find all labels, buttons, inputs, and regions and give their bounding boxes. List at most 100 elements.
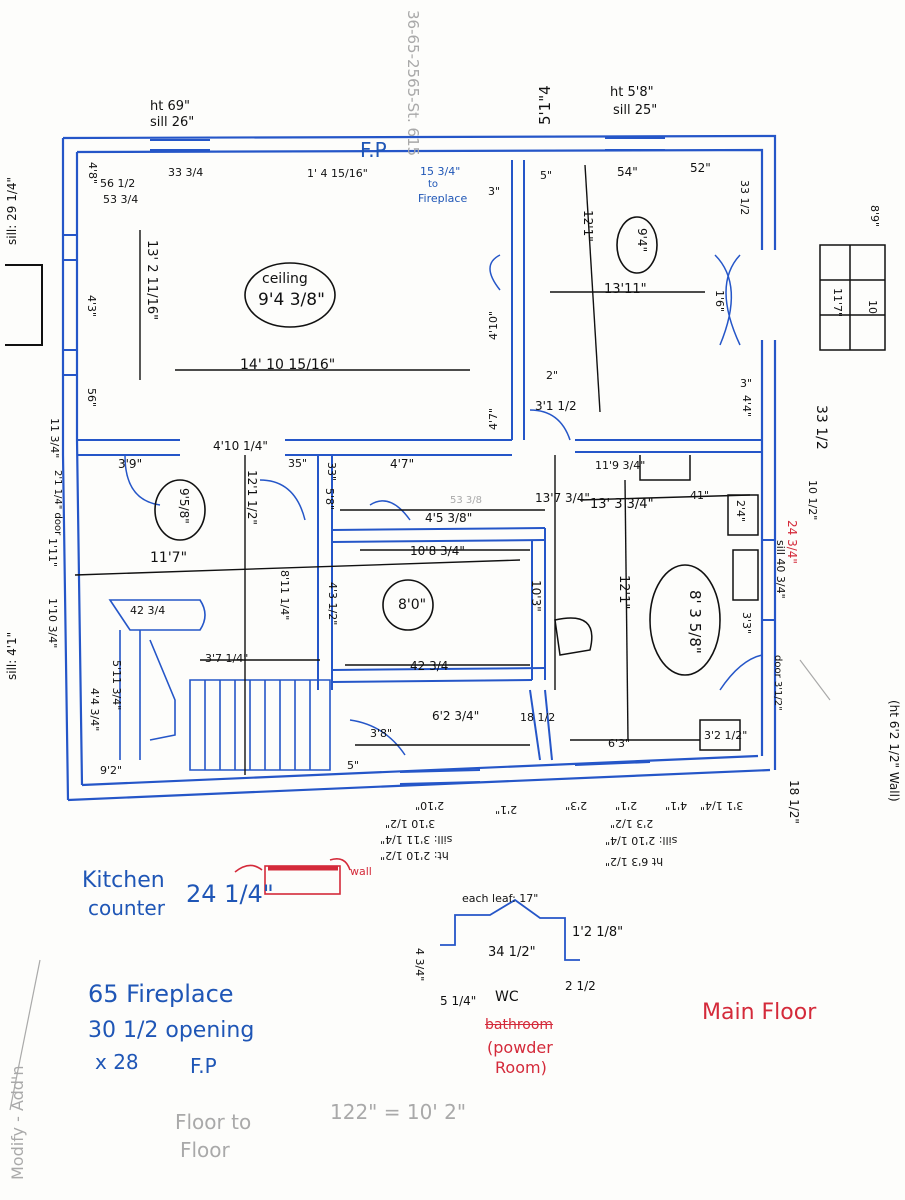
kitchen-dim-11-9: 11'9 3/4" <box>595 459 646 472</box>
powder-bottom-right: 2 1/2 <box>565 979 596 993</box>
right-detail-c: 33 1/2 <box>813 405 829 450</box>
kitchen-fixtures <box>554 455 759 751</box>
pencil-left-note: Modify - Add'n <box>8 1065 27 1180</box>
study-dim-1-6: 1'6" <box>713 290 726 313</box>
stairs <box>108 599 331 771</box>
floor-note-value: 122" = 10' 2" <box>330 1100 467 1124</box>
main-floor-label: Main Floor <box>702 1000 817 1025</box>
study-dim-3: 3" <box>740 377 753 390</box>
hall-width: 11'7" <box>150 550 188 566</box>
study-dim-4-4: 4'4" <box>740 395 753 418</box>
bottom-note-c: sill: 3'11 1/4" <box>380 833 453 846</box>
powder-bottom-left: 5 1/4" <box>440 994 477 1008</box>
kitchen-length: 13' 3 3/4" <box>590 497 654 512</box>
fp-note-fp: F.P <box>190 1054 217 1078</box>
hall-dim-1-11: 1'11" <box>46 538 59 568</box>
powder-left: 4 3/4" <box>413 948 426 982</box>
window-left-ht: ht 69" <box>150 99 190 114</box>
stairs-width: 3'7 1/4" <box>205 652 249 665</box>
window-right-sill: sill 25" <box>613 103 658 118</box>
window-right-ht: ht 5'8" <box>610 85 654 100</box>
study-dim-54: 54" <box>617 165 638 179</box>
powder-room-2: Room) <box>495 1058 547 1077</box>
kitchen-dim-3-2: 3'2 1/2" <box>704 729 748 742</box>
bottom-note-g: 2'1" <box>615 799 638 812</box>
bottom-note-f: 2'3" <box>565 799 588 812</box>
living-dim-4-8: 4'8" <box>86 162 99 185</box>
bottom-note-d: ht: 2'10 1/2" <box>380 849 449 862</box>
kitchen-dim-3-3: 3'3" <box>740 612 753 635</box>
dimension-lines <box>74 164 751 775</box>
kitchen-dim-24-red: 24 3/4" <box>785 520 799 564</box>
kitchen-counter-line2: counter <box>88 896 165 920</box>
study-dim-5: 5" <box>540 169 553 182</box>
right-detail-a: 8'9" <box>868 205 881 228</box>
hall-dim-4-10: 4'10 1/4" <box>213 439 268 453</box>
kitchen-width: 12'1" <box>616 575 631 610</box>
left-sill-top: sill: 29 1/4" <box>5 176 19 245</box>
dining-length: 13'7 3/4" <box>535 491 590 505</box>
kitchen-counter-wall: wall <box>350 865 372 878</box>
powder-struck: bathroom <box>485 1017 554 1033</box>
study-height: 9'4" <box>635 228 649 253</box>
fp-note-line2: 30 1/2 opening <box>88 1018 255 1043</box>
door-swings <box>124 254 763 756</box>
dining-dim-42: 42 3/4 <box>410 659 449 673</box>
dining-dim-33: 33" <box>325 462 338 482</box>
study-dim-33: 33 1/2 <box>738 180 751 216</box>
bottom-note-a: 2'10" <box>415 799 445 812</box>
stairs-bottom: 9'2" <box>100 764 123 777</box>
hall-dim-8-11: 8'11 1/4" <box>278 570 291 621</box>
study-depth: 12'1" <box>581 210 595 242</box>
kitchen-dim-18-5: 18 1/2" <box>787 780 801 824</box>
hall-dim-35: 35" <box>288 457 308 470</box>
dining-dim-s: 5" <box>347 759 360 772</box>
fp-note-line1: 65 Fireplace <box>88 980 234 1008</box>
windows <box>63 137 775 785</box>
window-left-sill: sill 26" <box>150 115 195 130</box>
pencil-top-note: 36-65-2565-St. 615 <box>404 10 422 157</box>
study-dim-52: 52" <box>690 161 711 175</box>
dining-dim-3-8: 3'8" <box>370 727 393 740</box>
fireplace-note-2: to <box>428 179 439 190</box>
study-dim-2: 2" <box>546 369 559 382</box>
living-dim-33: 33 3/4 <box>168 166 204 179</box>
fireplace-note-3: Fireplace <box>418 192 468 205</box>
fp-note-line3: x 28 <box>95 1050 139 1074</box>
right-detail-b: 11'7" <box>831 288 844 318</box>
study-length: 13'11" <box>604 282 647 297</box>
bottom-note-b: 3'10 1/2" <box>385 817 436 830</box>
bottom-note-k: 2'3 1/2" <box>610 817 654 830</box>
dining-dim-6-2: 6'2 3/4" <box>432 709 480 723</box>
living-width: 13' 2 11/16" <box>144 240 159 321</box>
living-dim-533: 53 3/4 <box>103 193 139 206</box>
stairs-left: 5'11 3/4" <box>110 660 123 711</box>
kitchen-dim-2-4: 2'4" <box>734 500 747 523</box>
kitchen-dim-10: 10 1/2" <box>806 480 819 521</box>
fireplace-note-1: 15 3/4" <box>420 165 461 178</box>
bottom-note-i: sill: 2'10 1/4" <box>605 834 678 847</box>
kitchen-ceiling: 8' 3 5/8" <box>686 590 704 654</box>
left-dim-11: 11 3/4" <box>48 418 61 459</box>
right-detail-d: 10 <box>866 300 879 314</box>
fireplace-top-label: F.P <box>360 138 387 162</box>
living-dim-56b: 56" <box>85 388 98 408</box>
living-dim-4-7: 4'7" <box>487 407 500 430</box>
kitchen-sill: sill 40 3/4" <box>774 540 787 599</box>
hall-dim-4-4: 4'4 3/4" <box>88 688 101 732</box>
ceiling-ellipses <box>154 216 721 676</box>
exterior-walls <box>61 134 777 802</box>
living-dim-4-3: 4'3" <box>85 295 98 318</box>
kitchen-counter-line1: Kitchen <box>82 868 165 893</box>
interior-walls <box>77 160 762 761</box>
kitchen-counter-value: 24 1/4" <box>186 880 274 908</box>
hall-dim-3-9: 3'9" <box>118 457 143 471</box>
powder-room-sketch <box>440 898 580 961</box>
living-length: 14' 10 15/16" <box>240 357 336 373</box>
dining-dim-47: 4'7" <box>390 457 415 471</box>
bottom-note-l: 3'1 1/4" <box>700 799 744 812</box>
kitchen-counter-sketch <box>234 857 351 895</box>
dining-left: 4'3 1/2" <box>326 582 339 626</box>
dining-top: 4'5 3/8" <box>425 511 473 525</box>
